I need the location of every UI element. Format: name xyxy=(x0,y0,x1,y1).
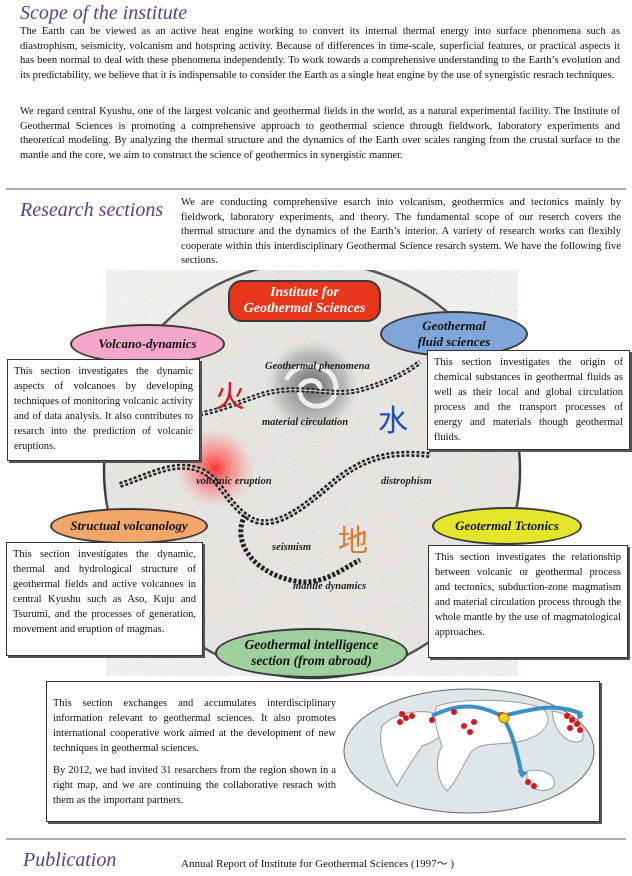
intelligence-text-2: By 2012, we had invited 31 resarchers fr… xyxy=(53,765,336,806)
intelligence-title: Geothermal intelligence section (from ab… xyxy=(244,637,379,668)
structural-volcanology-title: Structual volcanology xyxy=(70,518,188,533)
scope-paragraph-1: The Earth can be viewed as an active hea… xyxy=(20,26,620,81)
publication-text: Annual Report of Institute for Geotherma… xyxy=(181,858,455,870)
research-heading: Research sections xyxy=(20,199,164,221)
volcano-dynamics-title: Volcano-dynamics xyxy=(98,336,197,351)
structural-volcanology-ellipse: Structual volcanology xyxy=(50,508,208,544)
earth-kanji: 地 xyxy=(338,524,368,559)
volcano-dynamics-ellipse: Volcano-dynamics xyxy=(70,324,225,364)
tectonics-ellipse: Geotermal Tctonics xyxy=(432,507,582,545)
diagram-background xyxy=(102,270,522,680)
fire-kanji: 火 xyxy=(215,380,245,415)
tectonics-box: This section investigates the relationsh… xyxy=(428,545,628,658)
fluid-sciences-ellipse: Geothermal fluid sciences xyxy=(380,311,528,357)
water-kanji: 水 xyxy=(378,404,408,439)
label-material-circulation: material circulation xyxy=(262,417,349,428)
volcano-dynamics-box: This section investigates the dynamic as… xyxy=(7,359,200,461)
label-volcanic-eruption: volcanic eruption xyxy=(196,476,272,487)
label-mantle-dynamics: mantle dynamics xyxy=(293,581,367,592)
intelligence-text-1: This section exchanges and accumulates i… xyxy=(53,698,336,754)
scope-heading: Scope of the institute xyxy=(20,2,188,24)
tectonics-title: Geotermal Tctonics xyxy=(455,518,559,533)
research-intro: We are conducting comprehensive esarch i… xyxy=(181,197,621,266)
label-seismism: seismism xyxy=(272,542,312,553)
divider-bottom xyxy=(6,838,626,840)
institute-title-ellipse: Institute for Geothermal Sciences xyxy=(228,280,381,322)
fluid-sciences-title: Geothermal fluid sciences xyxy=(417,318,491,349)
structural-volcanology-box: This section investigates the dynamic, t… xyxy=(6,542,203,656)
label-distrophism: distrophism xyxy=(381,476,432,487)
intelligence-box: This section exchanges and accumulates i… xyxy=(46,681,600,822)
publication-heading: Publication xyxy=(23,849,117,871)
world-map xyxy=(343,688,595,814)
intelligence-ellipse: Geothermal intelligence section (from ab… xyxy=(215,628,408,678)
institute-title: Institute for Geothermal Sciences xyxy=(243,285,366,316)
scope-paragraph-2: We regard central Kyushu, one of the lar… xyxy=(20,106,620,161)
label-geothermal-phenomena: Geothermal phenomena xyxy=(265,361,370,372)
fluid-sciences-box: This section investigates the origin of … xyxy=(427,350,630,450)
divider-top xyxy=(6,188,626,190)
